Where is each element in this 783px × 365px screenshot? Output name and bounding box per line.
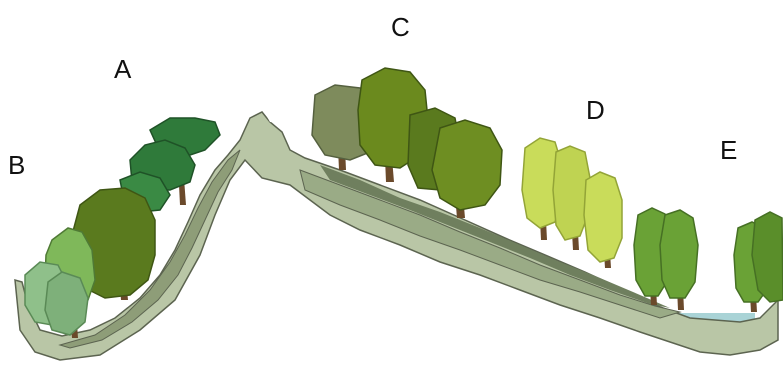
white-gap-peak: [180, 40, 310, 125]
tree-lime-d2: [553, 146, 590, 240]
zone-label-b: B: [8, 152, 25, 178]
zone-label-d: D: [586, 97, 605, 123]
zone-label-c: C: [391, 14, 410, 40]
zone-label-e: E: [720, 137, 737, 163]
tree-green-e2: [660, 210, 698, 298]
zone-label-a: A: [114, 56, 131, 82]
tree-pale-green-b2: [45, 272, 88, 335]
tree-olive-c3: [432, 120, 502, 210]
tree-lime-d3: [584, 172, 622, 262]
